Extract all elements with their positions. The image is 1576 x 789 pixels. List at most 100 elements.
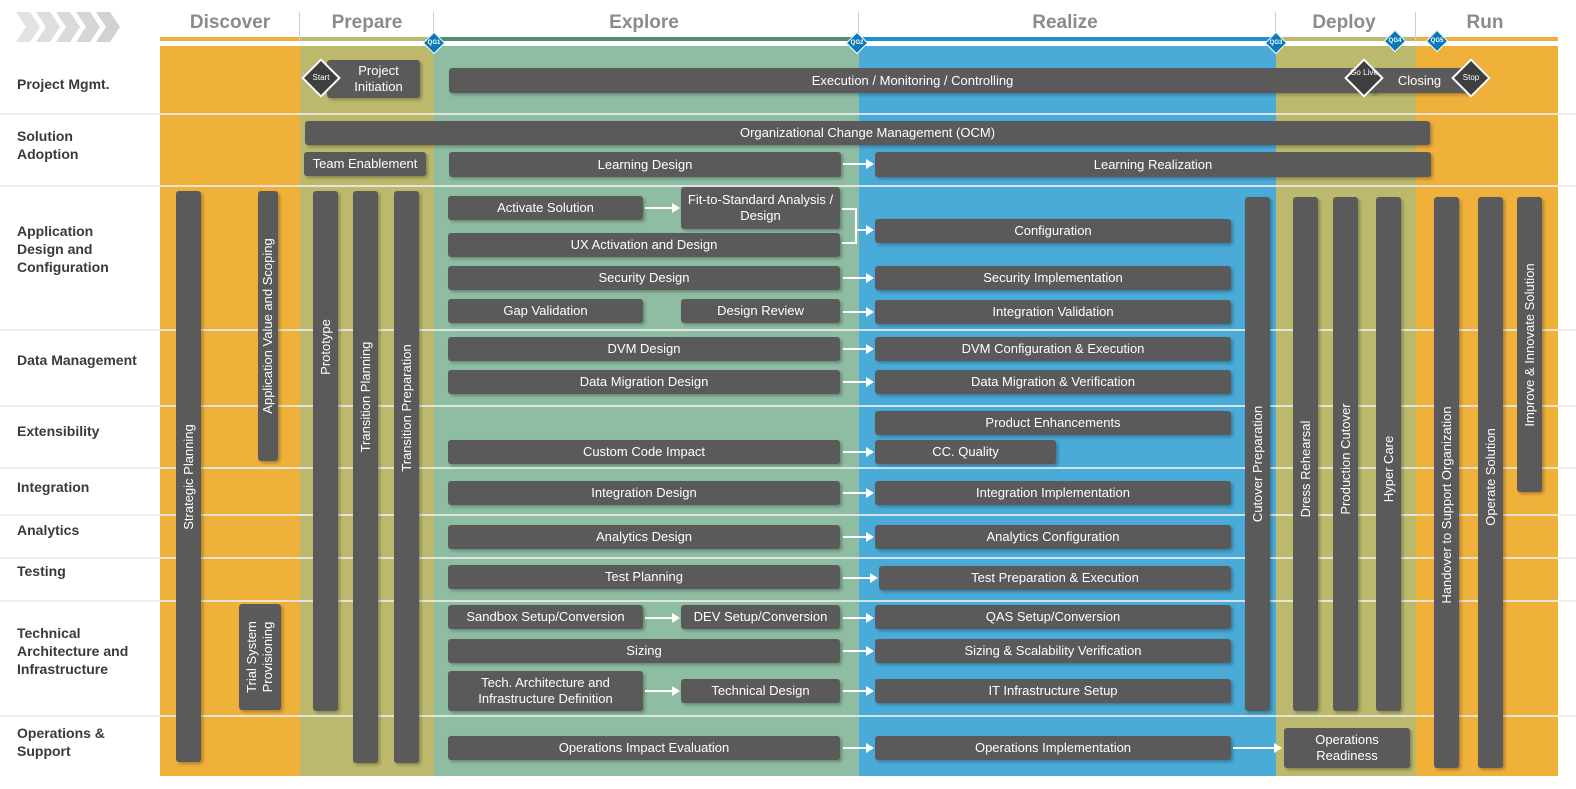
header-divider — [1415, 12, 1416, 42]
learning-realization-box: Learning Realization — [875, 152, 1431, 177]
arrow-connector — [843, 159, 874, 169]
data-migration-verification-box: Data Migration & Verification — [875, 370, 1231, 394]
hyper-care-label: Hyper Care — [1380, 436, 1396, 503]
arrow-connector — [645, 613, 680, 623]
app-value-scoping-label: Application Value and Scoping — [260, 238, 275, 414]
dvm-config-box: DVM Configuration & Execution — [875, 337, 1231, 361]
production-cutover-box: Production Cutover — [1333, 197, 1358, 711]
row-label-data-management: Data Management — [17, 352, 137, 368]
strategic-planning-box: Strategic Planning — [176, 191, 201, 762]
header-divider — [858, 12, 859, 42]
phase-title-realize: Realize — [1032, 12, 1098, 33]
arrow-connector — [843, 377, 874, 387]
sizing-verification-box: Sizing & Scalability Verification — [875, 639, 1231, 663]
product-enhancements-box: Product Enhancements — [875, 411, 1231, 435]
transition-preparation-box: Transition Preparation — [394, 191, 419, 763]
arrow-connector — [843, 447, 874, 457]
arrow-connector — [843, 273, 874, 283]
analytics-design-box: Analytics Design — [448, 525, 840, 549]
ops-readiness-box: Operations Readiness — [1284, 728, 1410, 768]
improve-innovate-label: Improve & Innovate Solution — [1521, 262, 1537, 427]
row-separator — [0, 405, 1576, 407]
operate-solution-box: Operate Solution — [1478, 197, 1503, 768]
header-line-discover — [160, 37, 300, 41]
trial-system-label: Trial System Provisioning — [244, 621, 275, 693]
row-separator — [0, 113, 1576, 115]
row-label-app-design: Application Design and Configuration — [17, 223, 109, 275]
phase-title-explore: Explore — [609, 12, 679, 33]
sizing-box: Sizing — [448, 639, 840, 663]
prototype-label: Prototype — [317, 319, 333, 375]
arrow-connector — [857, 225, 874, 235]
cutover-preparation-box: Cutover Preparation — [1245, 197, 1270, 711]
go-live-label: Go Live — [1350, 68, 1378, 77]
learning-design-box: Learning Design — [449, 152, 841, 177]
stop-label: Stop — [1462, 73, 1480, 82]
row-label-technical-architecture: Technical Architecture and Infrastructur… — [17, 625, 129, 677]
row-label-solution-adoption: Solution Adoption — [17, 128, 79, 162]
handover-label: Handover to Support Organization — [1438, 406, 1454, 604]
phase-title-prepare: Prepare — [331, 12, 403, 33]
start-label: Start — [312, 73, 330, 82]
arrow-connector — [843, 532, 874, 542]
integration-design-box: Integration Design — [448, 481, 840, 505]
ops-impact-evaluation-box: Operations Impact Evaluation — [448, 736, 840, 760]
qg1-label: QG1 — [427, 40, 441, 46]
header-line-explore — [434, 37, 859, 41]
header-divider — [299, 12, 300, 42]
app-value-scoping-box: Application Value and Scoping — [258, 191, 278, 461]
transition-planning-label: Transition Planning — [357, 341, 373, 453]
closing-box: Closing — [1371, 68, 1468, 93]
sandbox-setup-box: Sandbox Setup/Conversion — [448, 605, 643, 629]
configuration-box: Configuration — [875, 219, 1231, 243]
phase-title-discover: Discover — [189, 12, 271, 33]
row-separator — [0, 600, 1576, 602]
arrow-connector — [843, 646, 874, 656]
design-review-box: Design Review — [681, 299, 840, 323]
it-infra-setup-box: IT Infrastructure Setup — [875, 679, 1231, 703]
arrow-connector — [843, 686, 874, 696]
prototype-box: Prototype — [313, 191, 338, 711]
ocm-box: Organizational Change Management (OCM) — [305, 121, 1430, 145]
row-separator — [0, 715, 1576, 717]
qg4-label: QG4 — [1388, 38, 1402, 44]
integration-implementation-box: Integration Implementation — [875, 481, 1231, 505]
header-line-prepare — [300, 37, 434, 41]
bracket-connector — [842, 208, 857, 244]
ops-implementation-box: Operations Implementation — [875, 736, 1231, 760]
phase-title-run: Run — [1466, 12, 1504, 33]
chevron-arrows-icon — [16, 12, 120, 42]
team-enablement-box: Team Enablement — [304, 152, 426, 176]
header-divider — [1275, 12, 1276, 42]
project-initiation-box: Project Initiation — [327, 60, 420, 98]
row-label-integration: Integration — [17, 479, 90, 495]
row-label-operations-support: Operations & Support — [17, 725, 105, 759]
dvm-design-box: DVM Design — [448, 337, 840, 361]
strategic-planning-label: Strategic Planning — [180, 423, 196, 530]
row-separator — [0, 329, 1576, 331]
arrow-connector — [843, 307, 874, 317]
arrow-connector — [843, 488, 874, 498]
row-label-extensibility: Extensibility — [17, 423, 100, 439]
tech-arch-definition-box: Tech. Architecture and Infrastructure De… — [448, 671, 643, 711]
operate-solution-label: Operate Solution — [1482, 427, 1498, 526]
cc-quality-box: CC. Quality — [875, 440, 1056, 464]
hyper-care-box: Hyper Care — [1376, 197, 1401, 711]
arrow-connector — [843, 573, 878, 583]
arrow-connector — [1233, 743, 1282, 753]
arrow-connector — [843, 743, 874, 753]
technical-design-box: Technical Design — [681, 679, 840, 703]
fit-to-standard-box: Fit-to-Standard Analysis / Design — [681, 187, 840, 229]
dress-rehearsal-label: Dress Rehearsal — [1297, 420, 1313, 518]
transition-planning-box: Transition Planning — [353, 191, 378, 763]
custom-code-impact-box: Custom Code Impact — [448, 440, 840, 464]
test-planning-box: Test Planning — [448, 565, 840, 589]
row-label-project-mgmt: Project Mgmt. — [17, 76, 110, 92]
qas-setup-box: QAS Setup/Conversion — [875, 605, 1231, 629]
header-line-deploy — [1276, 37, 1416, 41]
row-separator — [0, 467, 1576, 469]
integration-validation-box: Integration Validation — [875, 300, 1231, 324]
arrow-connector — [843, 344, 874, 354]
arrow-connector — [645, 686, 680, 696]
